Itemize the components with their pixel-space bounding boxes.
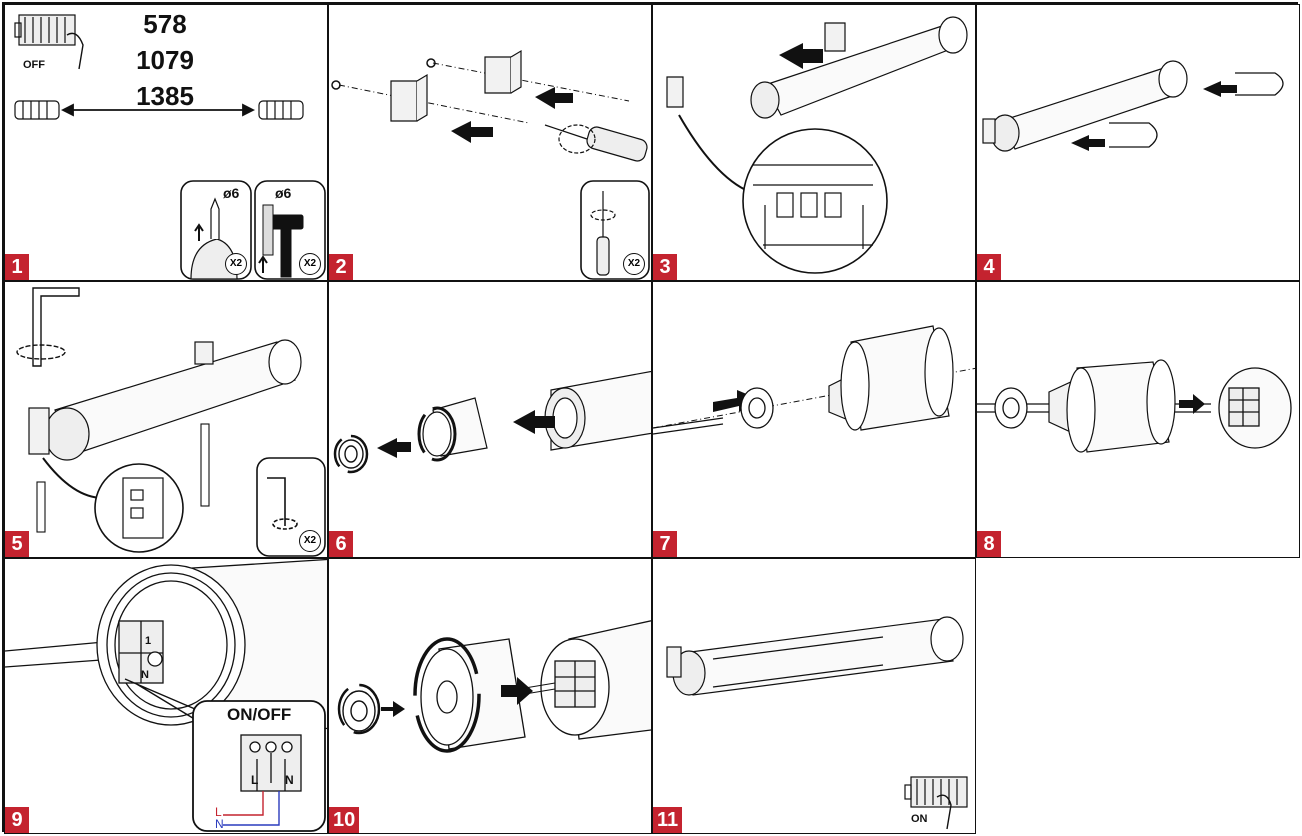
connector-housing-icon — [96, 559, 327, 730]
step-6-panel: 6 — [328, 281, 652, 558]
nut-icon — [994, 387, 1028, 429]
step-5-illustration — [16, 287, 326, 557]
connector-icon — [540, 620, 651, 740]
breaker-icon — [14, 14, 84, 70]
switch-terminal-l: L — [251, 773, 259, 787]
tube-left-icon — [14, 100, 60, 120]
hex-key-icon — [16, 287, 80, 367]
step-8-panel: 8 — [976, 281, 1300, 558]
step-10-badge: 10 — [329, 807, 360, 833]
breaker-icon — [904, 776, 968, 830]
step-9-illustration — [5, 559, 327, 832]
nut-icon — [337, 683, 381, 735]
dimension-arrow-icon — [60, 103, 256, 117]
step-6-badge: 6 — [329, 531, 353, 557]
step-11-illustration — [666, 616, 968, 830]
step-7-illustration — [653, 325, 975, 435]
nut-icon — [740, 387, 774, 429]
step-10-panel: 10 — [328, 558, 652, 834]
dimension-1079: 1079 — [136, 45, 194, 75]
on-off-title: ON/OFF — [227, 705, 292, 724]
motor-head-icon — [544, 370, 651, 451]
live-wire — [223, 791, 264, 816]
neutral-wire-label: N — [215, 817, 224, 831]
step-3-panel: 3 — [652, 4, 976, 281]
neutral-wire — [223, 791, 280, 826]
step-4-illustration — [982, 60, 1284, 152]
plug-size-label: ø6 — [275, 185, 292, 201]
bracket-right-icon — [484, 49, 522, 94]
step-3-illustration — [666, 16, 968, 274]
hexkey-box — [256, 457, 326, 557]
off-label: OFF — [23, 59, 45, 71]
tube-motor-icon — [750, 16, 968, 119]
step-4-panel: 4 — [976, 4, 1300, 281]
switch-terminal-n: N — [285, 773, 294, 787]
drill-size-label: ø6 — [223, 185, 240, 201]
step-11-badge: 11 — [653, 807, 683, 833]
terminal-n-label: N — [141, 669, 149, 681]
arrow-icon — [381, 677, 533, 717]
on-label: ON — [911, 813, 928, 825]
nut-icon — [333, 434, 369, 474]
clip-icon — [1109, 72, 1284, 148]
tube-motor-icon — [982, 60, 1188, 152]
terminal-block-icon — [118, 620, 164, 684]
connector-icon — [1218, 367, 1292, 449]
arrow-icon — [1071, 81, 1237, 151]
step-1-panel: 578 1079 1385 OFF ø6 ø6 X2 X2 1 — [4, 4, 328, 281]
step-7-badge: 7 — [653, 531, 677, 557]
step-5-panel: X2 5 — [4, 281, 328, 558]
hammer-qty-badge: X2 — [299, 253, 321, 275]
tube-motor-icon — [666, 616, 964, 696]
step-1-badge: 1 — [5, 254, 29, 280]
screwdriver-qty-badge: X2 — [623, 253, 645, 275]
step-3-badge: 3 — [653, 254, 677, 280]
step-4-badge: 4 — [977, 254, 1001, 280]
arrow-icon — [451, 87, 573, 143]
small-hex-key-icon — [267, 477, 298, 530]
step-8-illustration — [977, 359, 1292, 453]
small-screwdriver-icon — [590, 191, 616, 276]
arrow-icon — [779, 43, 823, 69]
step-2-illustration — [331, 49, 650, 280]
hexkey-qty-badge: X2 — [299, 530, 321, 552]
screwdriver-box — [580, 180, 650, 280]
cap-icon — [840, 325, 954, 431]
step-7-panel: 7 — [652, 281, 976, 558]
screw-icon — [36, 423, 210, 533]
step-11-panel: ON 11 — [652, 558, 976, 834]
step-9-badge: 9 — [5, 807, 29, 833]
arrow-icon — [377, 410, 555, 458]
step-9-panel: 1 N ON/OFF L N L N 9 — [4, 558, 328, 834]
dimension-1385: 1385 — [136, 81, 194, 111]
detail-zoom — [742, 128, 888, 274]
arrow-icon — [1179, 394, 1205, 414]
live-wire-label: L — [215, 805, 222, 819]
cap-icon — [1066, 359, 1176, 453]
step-10-illustration — [337, 620, 651, 753]
step-8-badge: 8 — [977, 531, 1001, 557]
hammer-icon — [258, 204, 304, 278]
cap-icon — [417, 397, 488, 462]
terminal-1-label: 1 — [145, 635, 152, 647]
screwdriver-icon — [544, 124, 648, 162]
dimension-578: 578 — [143, 9, 187, 39]
step-6-illustration — [333, 370, 651, 474]
tube-right-icon — [258, 100, 304, 120]
bracket-icon — [666, 22, 846, 108]
switch-terminal-icon — [240, 734, 302, 792]
step-5-badge: 5 — [5, 531, 29, 557]
tube-motor-icon — [28, 339, 302, 461]
step-2-badge: 2 — [329, 254, 353, 280]
cable-icon — [653, 417, 724, 435]
empty-panel — [976, 558, 1300, 834]
cap-icon — [413, 637, 526, 753]
bracket-left-icon — [390, 73, 428, 122]
step-2-panel: X2 2 — [328, 4, 652, 281]
drill-qty-badge: X2 — [225, 253, 247, 275]
